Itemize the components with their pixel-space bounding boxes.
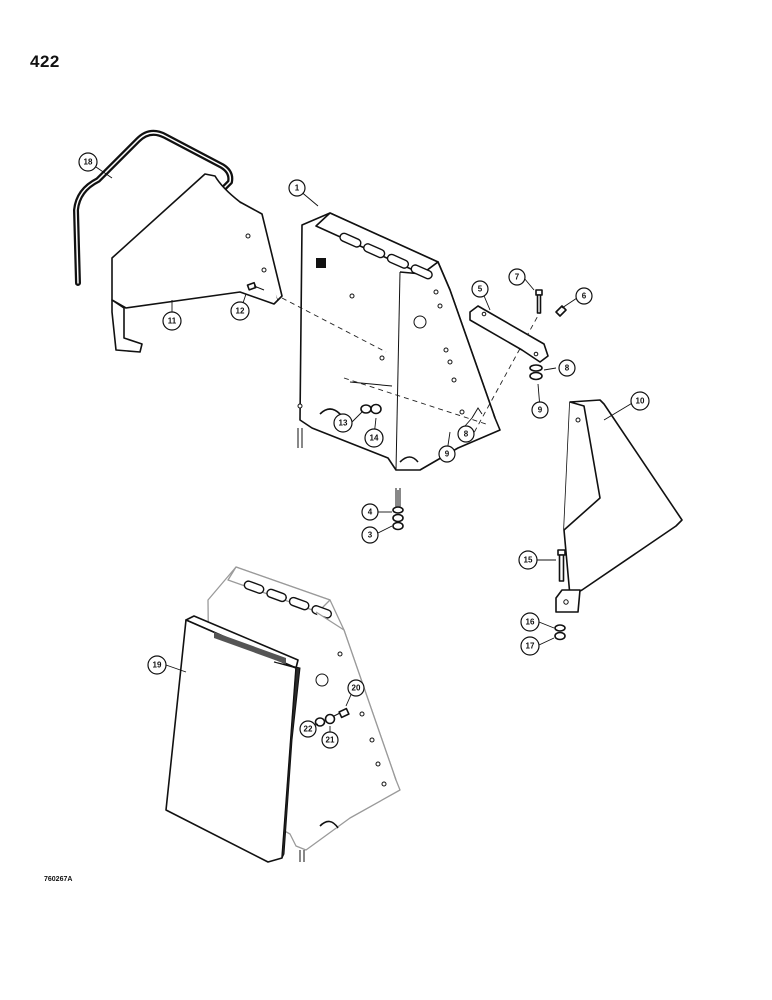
page-number: 422 [30,52,60,71]
figure-code: 760267A [44,876,73,883]
callout-17-label: 17 [526,642,535,651]
callout-9-right-label: 9 [538,406,543,415]
callout-3: 3 [361,526,379,544]
callout-22-label: 22 [304,725,313,734]
part-12-bolt [246,281,265,291]
callout-10: 10 [630,391,650,411]
callout-8-lower: 8 [457,425,475,443]
part-5-bracket [469,305,549,363]
part-18-strip [73,129,234,286]
callout-16: 16 [520,612,540,632]
callout-6: 6 [575,287,593,305]
callout-19-label: 19 [153,661,162,670]
callout-15-label: 15 [524,556,533,565]
callout-9-right: 9 [531,401,549,419]
callout-13: 13 [333,413,353,433]
callout-7: 7 [508,268,526,286]
callout-8-right: 8 [558,359,576,377]
callout-1-label: 1 [295,184,300,193]
callout-1: 1 [288,179,306,197]
callout-11: 11 [162,311,182,331]
callout-5: 5 [471,280,489,298]
callout-19: 19 [147,655,167,675]
part-1-console [297,212,501,512]
part-21-22-washers [314,713,336,727]
callout-12: 12 [230,301,250,321]
callout-9-lower: 9 [438,445,456,463]
part-11-left-shield [111,173,283,353]
callout-18-label: 18 [84,158,93,167]
callout-21-label: 21 [326,736,335,745]
callout-16-label: 16 [526,618,535,627]
callout-5-label: 5 [478,285,483,294]
callout-14: 14 [364,428,384,448]
callout-15: 15 [518,550,538,570]
callout-12-label: 12 [236,307,245,316]
leader-lines [95,166,635,739]
part-15-bolt [557,549,566,582]
callout-8-lower-label: 8 [464,430,469,439]
part-13-14-nuts [360,403,382,415]
callout-22: 22 [299,720,317,738]
callout-9-lower-label: 9 [445,450,450,459]
callout-4: 4 [361,503,379,521]
callout-4-label: 4 [368,508,373,517]
part-3-4-nuts [392,490,404,531]
callout-8-right-label: 8 [565,364,570,373]
callout-21: 21 [321,731,339,749]
part-10-right-shield [555,399,683,613]
part-6-washer [555,305,567,317]
part-8-9-nut [529,364,543,381]
callout-7-label: 7 [515,273,520,282]
callout-17: 17 [520,636,540,656]
callout-6-label: 6 [582,292,587,301]
part-7-bolt [535,289,543,314]
callout-18: 18 [78,152,98,172]
callout-20: 20 [347,679,365,697]
callout-10-label: 10 [636,397,645,406]
alignment-lines [281,297,541,441]
part-16-17-nuts [554,624,566,641]
part-19-cover [165,615,301,863]
part-8-9-lower [471,407,483,419]
callout-14-label: 14 [370,434,379,443]
callout-20-label: 20 [352,684,361,693]
callout-13-label: 13 [339,419,348,428]
callout-11-label: 11 [168,317,177,326]
callout-3-label: 3 [368,531,373,540]
